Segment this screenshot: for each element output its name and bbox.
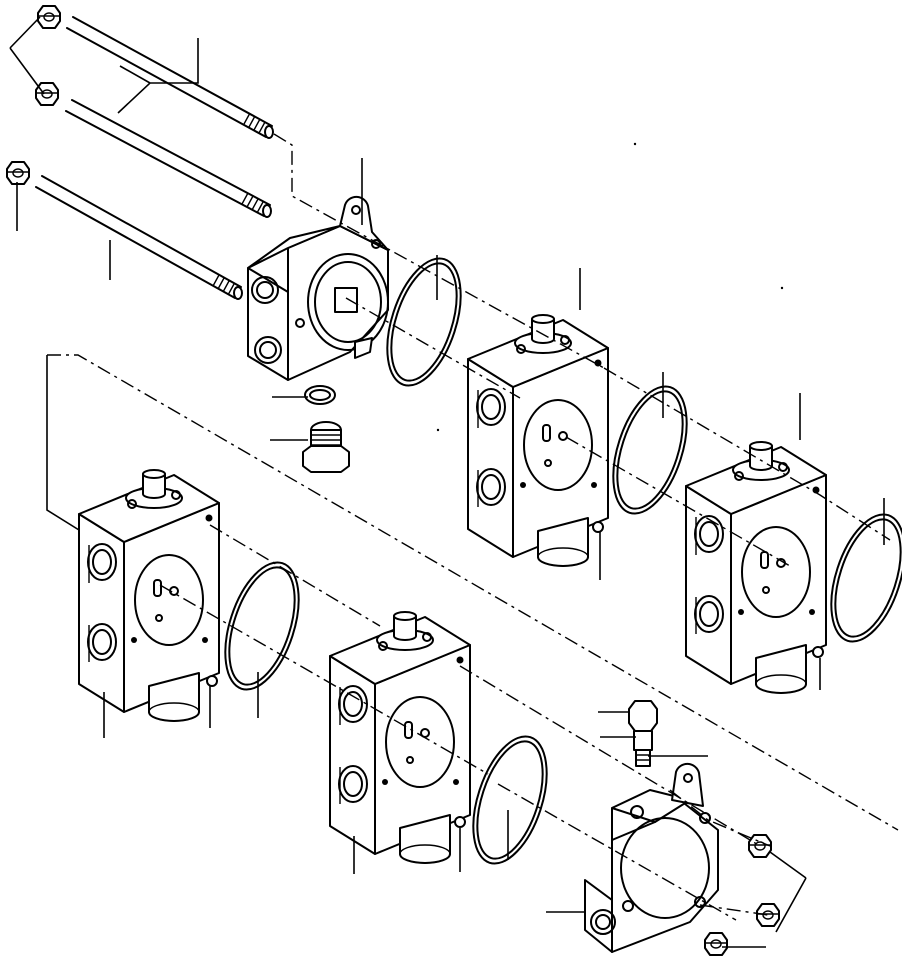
valve-section-1 (467, 314, 609, 567)
tie-rod-lower (35, 175, 243, 300)
check-ball-2 (812, 646, 824, 658)
valve-section-2 (685, 441, 827, 694)
plug (302, 421, 350, 473)
check-ball-1 (592, 521, 604, 533)
sealing-washer (304, 385, 336, 405)
tie-rod-nut-3 (6, 161, 30, 185)
check-ball-3 (206, 675, 218, 687)
tie-rod-middle (65, 99, 272, 218)
relief-valve (628, 700, 658, 767)
outlet-cover (584, 762, 719, 953)
outlet-nut-1 (748, 834, 772, 858)
outlet-nut-2 (756, 903, 780, 927)
tie-rod-upper (66, 16, 274, 139)
check-ball-4 (454, 816, 466, 828)
leader-lines (9, 16, 885, 948)
o-ring-4 (210, 552, 314, 700)
valve-section-3 (78, 469, 220, 722)
o-ring-3 (816, 504, 902, 652)
inlet-cover (247, 195, 389, 381)
assembly-centre-lines (47, 133, 899, 921)
valve-section-4 (329, 611, 471, 864)
outlet-nut-3 (704, 932, 728, 956)
tie-rod-nut-1 (37, 5, 61, 29)
o-ring-5 (458, 726, 562, 874)
